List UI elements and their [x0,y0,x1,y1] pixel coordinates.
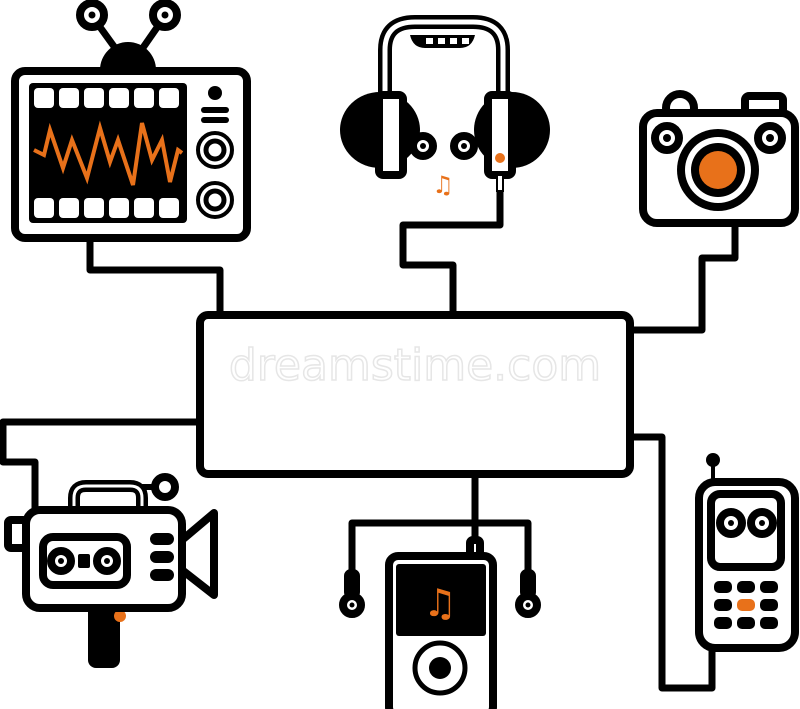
film-frame [84,88,104,108]
phone-key [760,617,778,629]
film-frame [159,88,179,108]
film-frame [134,88,154,108]
film-frame [34,88,54,108]
film-frame [84,198,104,218]
camera-cable [626,221,739,334]
camera-icon [639,90,799,227]
watermark: dreamstime.com [229,340,601,391]
film-frame [34,198,54,218]
film-frame [109,198,129,218]
music-note-icon: ♫ [432,171,454,199]
mobile-phone-icon [695,453,799,652]
phone-key [714,617,732,629]
mp3-player-icon: ♫ [339,536,541,709]
film-frame [59,198,79,218]
camcorder-icon [4,473,218,668]
central-hub: dreamstime.com [196,311,634,478]
tv-cable [86,236,224,317]
hub-box [196,311,634,478]
cables [0,171,739,692]
film-frame [59,88,79,108]
film-frame [109,88,129,108]
phone-key [737,581,755,593]
music-note-icon: ♫ [423,581,457,625]
phone-key [737,617,755,629]
phone-key [760,599,778,611]
headphones-cable [399,171,504,317]
mp3-cable [348,471,532,599]
camcorder-cable [0,418,204,512]
tv-icon [11,0,251,242]
phone-key [714,581,732,593]
phone-cable [626,433,716,692]
film-frame [159,198,179,218]
phone-key [737,599,755,611]
phone-key [714,599,732,611]
phone-key [760,581,778,593]
headphones-icon: ♫ [340,15,550,199]
film-frame [134,198,154,218]
